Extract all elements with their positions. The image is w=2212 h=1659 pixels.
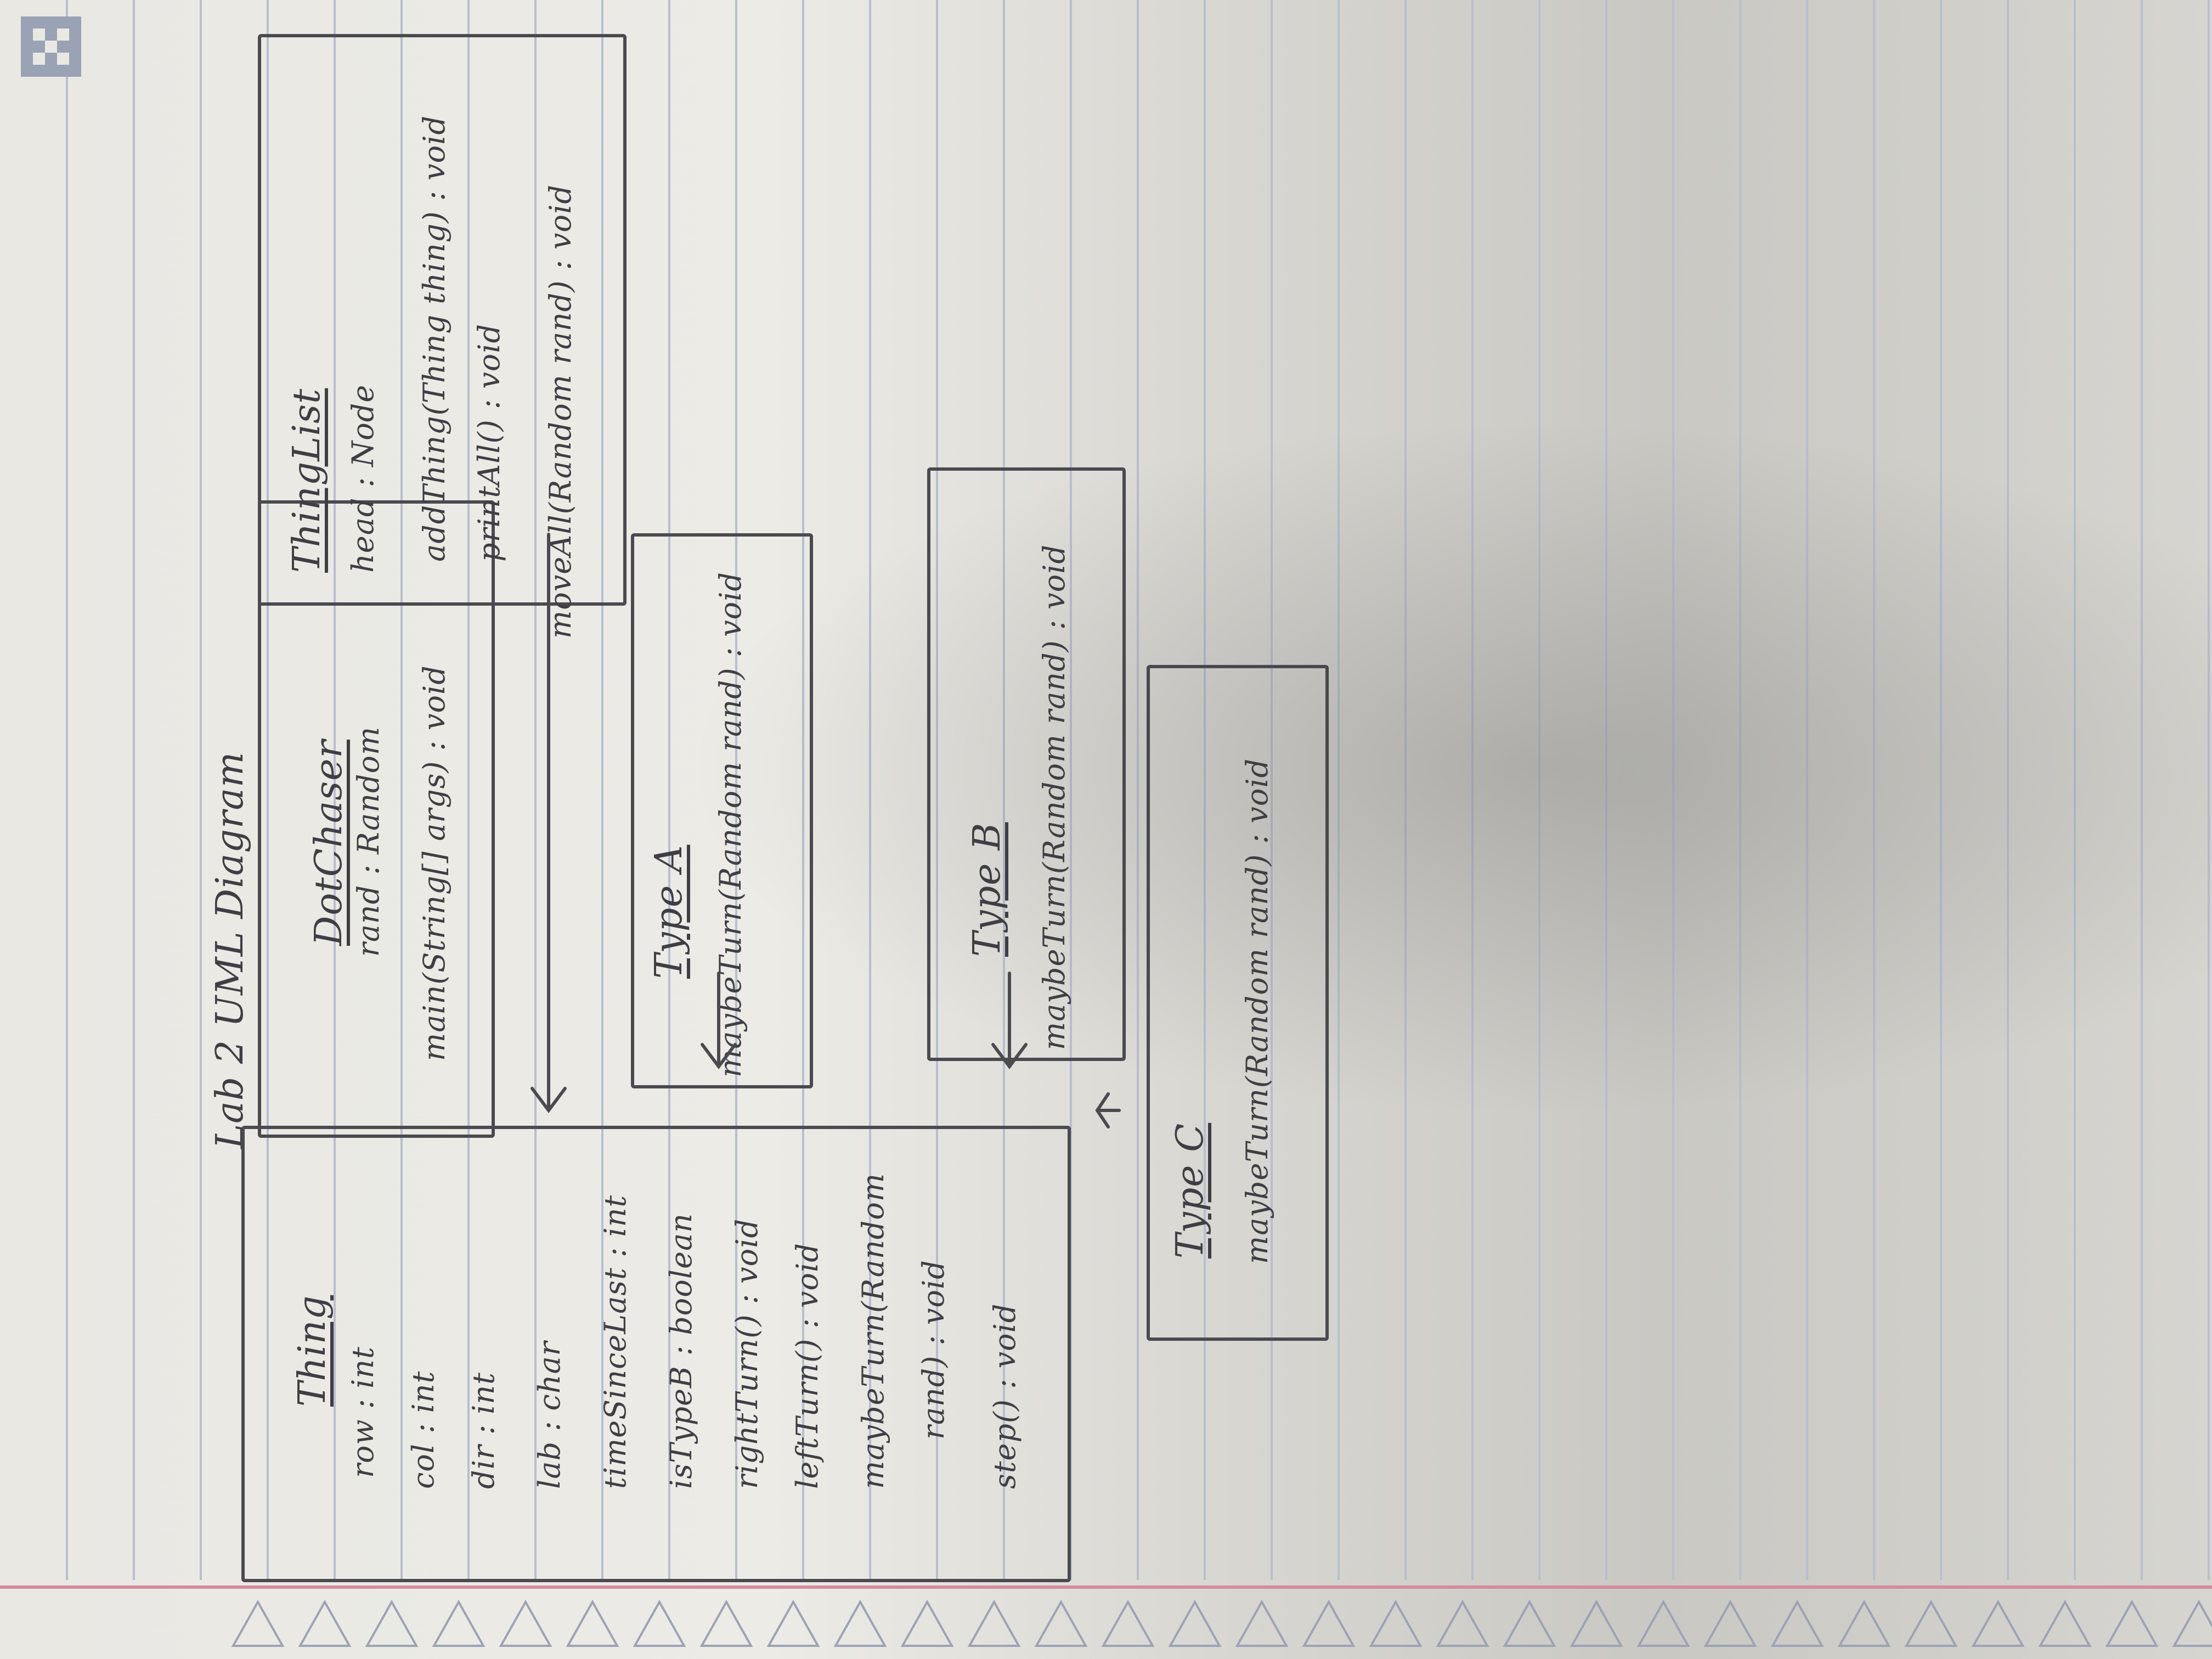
border-triangle: [1034, 1599, 1088, 1647]
border-triangle: [566, 1599, 619, 1647]
margin-line: [0, 1585, 2212, 1589]
ruled-line: [1471, 0, 1474, 1580]
border-triangle: [2038, 1599, 2092, 1647]
border-triangle: [1703, 1599, 1757, 1647]
border-triangle: [699, 1599, 753, 1647]
corner-grid-icon: [21, 16, 81, 77]
border-triangle: [900, 1599, 954, 1647]
ruled-line: [2141, 0, 2143, 1580]
ruled-line: [1672, 0, 1674, 1580]
border-triangle: [365, 1599, 419, 1647]
ruled-line: [1538, 0, 1541, 1580]
border-triangle: [1503, 1599, 1556, 1647]
border-triangle: [432, 1599, 486, 1647]
ruled-line: [534, 0, 537, 1580]
border-triangle: [2105, 1599, 2159, 1647]
border-triangle: [1570, 1599, 1623, 1647]
ruled-line: [200, 0, 202, 1580]
ruled-line: [1338, 0, 1340, 1580]
border-triangle: [298, 1599, 352, 1647]
ruled-line: [1003, 0, 1005, 1580]
border-triangle: [2172, 1599, 2212, 1647]
border-triangle: [1637, 1599, 1690, 1647]
ruled-line: [133, 0, 135, 1580]
border-triangle: [1971, 1599, 2025, 1647]
ruled-line: [802, 0, 804, 1580]
border-triangle: [1436, 1599, 1489, 1647]
border-triangle: [499, 1599, 552, 1647]
ruled-line: [668, 0, 670, 1580]
ruled-line: [1806, 0, 1808, 1580]
arrow-typeb-to-thing: [991, 972, 1028, 1069]
border-triangle: [1168, 1599, 1222, 1647]
ruled-line: [1873, 0, 1875, 1580]
ruled-line: [2074, 0, 2076, 1580]
border-triangle: [1235, 1599, 1289, 1647]
ruled-line: [1204, 0, 1206, 1580]
border-triangle: [231, 1599, 285, 1647]
border-triangle: [1101, 1599, 1155, 1647]
ruled-line: [936, 0, 938, 1580]
ruled-line: [1404, 0, 1407, 1580]
ruled-line: [334, 0, 336, 1580]
ruled-line: [66, 0, 68, 1580]
ruled-line: [2007, 0, 2009, 1580]
ruled-line: [267, 0, 269, 1580]
ruled-line: [400, 0, 403, 1580]
ruled-line: [1739, 0, 1741, 1580]
border-triangle: [766, 1599, 820, 1647]
border-triangle: [1302, 1599, 1356, 1647]
border-triangle: [1770, 1599, 1824, 1647]
arrow-typea-to-thing: [701, 972, 737, 1069]
arrow-typec-to-thing: [1095, 1092, 1121, 1128]
triangle-border: [231, 1599, 2212, 1647]
ruled-line: [869, 0, 871, 1580]
ruled-line: [1070, 0, 1072, 1580]
ruled-line: [601, 0, 603, 1580]
ruled-line: [467, 0, 470, 1580]
ruled-line: [1271, 0, 1273, 1580]
border-triangle: [1904, 1599, 1958, 1647]
ruled-line: [735, 0, 737, 1580]
arrow-thinglist-to-thing: [531, 533, 567, 1113]
border-triangle: [633, 1599, 686, 1647]
border-triangle: [1837, 1599, 1891, 1647]
border-triangle: [833, 1599, 887, 1647]
ruled-line: [1137, 0, 1139, 1580]
ruled-line: [1605, 0, 1607, 1580]
border-triangle: [967, 1599, 1021, 1647]
border-triangle: [1369, 1599, 1423, 1647]
ruled-line: [1940, 0, 1942, 1580]
ruled-line: [2208, 0, 2210, 1580]
